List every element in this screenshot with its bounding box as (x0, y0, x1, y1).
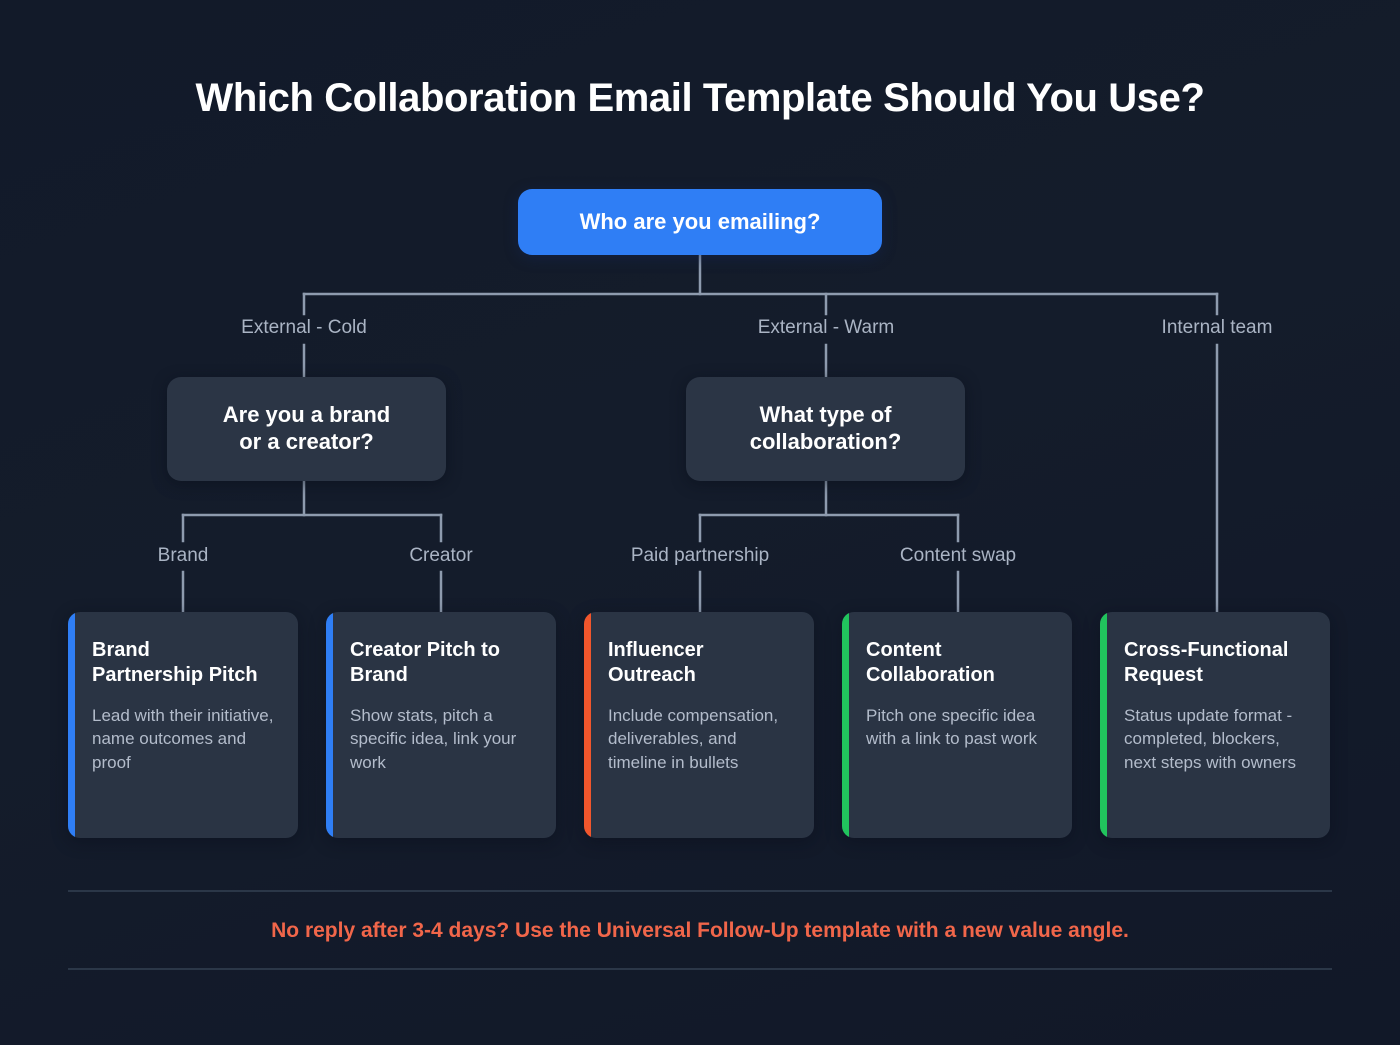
result-card-creator-pitch-to-brand[interactable]: Creator Pitch to Brand Show stats, pitch… (326, 612, 556, 838)
card-accent-bar (68, 612, 75, 838)
edge-label-internal-team: Internal team (1161, 317, 1273, 338)
root-node-who-are-you-emailing[interactable]: Who are you emailing? (518, 189, 882, 255)
card-title: Brand Partnership Pitch (92, 639, 258, 686)
result-card-brand-partnership-pitch[interactable]: Brand Partnership Pitch Lead with their … (68, 612, 298, 838)
card-description: Show stats, pitch a specific idea, link … (350, 705, 517, 772)
edge-label-creator: Creator (409, 545, 473, 566)
card-body: Influencer Outreach Include compensation… (584, 612, 814, 794)
edge-label-brand: Brand (157, 545, 209, 566)
card-body: Content Collaboration Pitch one specific… (842, 612, 1072, 771)
page-title: Which Collaboration Email Template Shoul… (195, 76, 1205, 120)
root-node-label: Who are you emailing? (579, 208, 821, 234)
card-accent-bar (584, 612, 591, 838)
card-description: Lead with their initiative, name outcome… (92, 705, 274, 772)
card-title: Creator Pitch to Brand (350, 639, 501, 686)
edge-label-external-warm: External - Warm (757, 317, 895, 338)
card-accent-bar (326, 612, 333, 838)
card-accent-bar (842, 612, 849, 838)
card-body: Creator Pitch to Brand Show stats, pitch… (326, 612, 556, 794)
card-description: Status update format - completed, blocke… (1124, 705, 1296, 772)
edge-label-external-cold: External - Cold (241, 317, 367, 338)
card-description: Include compensation, deliverables, and … (608, 705, 779, 772)
card-title: Influencer Outreach (608, 639, 704, 686)
result-card-influencer-outreach[interactable]: Influencer Outreach Include compensation… (584, 612, 814, 838)
card-body: Cross-Functional Request Status update f… (1100, 612, 1330, 794)
result-card-content-collaboration[interactable]: Content Collaboration Pitch one specific… (842, 612, 1072, 838)
decision-node-collaboration-type[interactable]: What type of collaboration? (686, 377, 965, 481)
footer-divider-bottom (68, 968, 1332, 970)
card-title: Cross-Functional Request (1124, 639, 1289, 686)
card-accent-bar (1100, 612, 1107, 838)
footer-note: No reply after 3-4 days? Use the Univers… (271, 919, 1129, 942)
edge-label-paid-partnership: Paid partnership (630, 545, 770, 566)
edge-label-content-swap: Content swap (899, 545, 1017, 566)
card-title: Content Collaboration (866, 639, 995, 686)
decision-node-brand-or-creator[interactable]: Are you a brand or a creator? (167, 377, 446, 481)
result-card-cross-functional-request[interactable]: Cross-Functional Request Status update f… (1100, 612, 1330, 838)
card-description: Pitch one specific idea with a link to p… (866, 705, 1038, 749)
card-body: Brand Partnership Pitch Lead with their … (68, 612, 298, 794)
footer-divider-top (68, 890, 1332, 892)
